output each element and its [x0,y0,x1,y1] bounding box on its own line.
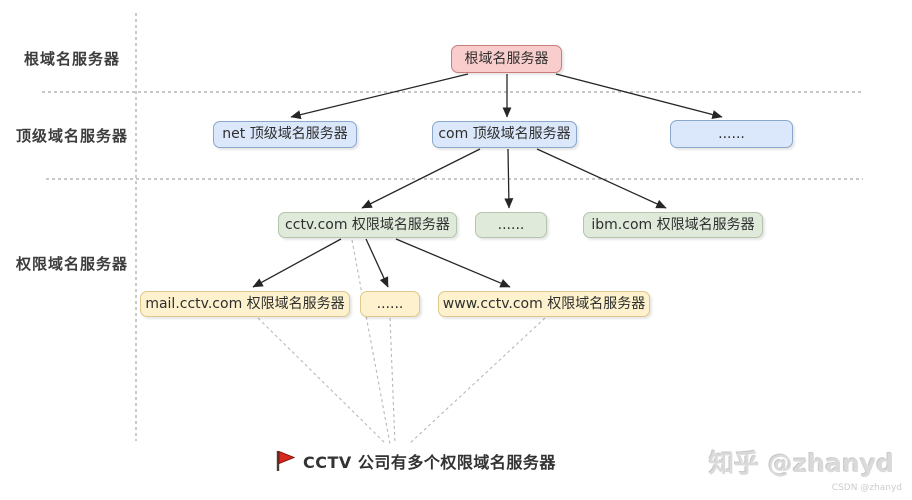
arrow-com-to-cctv [361,148,481,209]
row-label-tld-level: 顶级域名服务器 [16,127,129,145]
node-auth-more: ...... [475,212,547,238]
arrow-cctv-to-www [395,238,511,288]
csdn-watermark: CSDN @zhanyd [831,483,902,493]
arrow-com-to-ibm [536,148,667,209]
node-sub-more: ...... [360,291,420,317]
node-cctv-auth-server: cctv.com 权限域名服务器 [278,212,457,238]
dashed-link-mail-to-note [257,317,387,445]
dashed-link-more-to-note [389,317,396,445]
node-com-tld-server: com 顶级域名服务器 [432,121,577,148]
annotation-text: CCTV 公司有多个权限域名服务器 [303,453,556,472]
arrow-root-to-net [290,73,469,120]
annotation: CCTV 公司有多个权限域名服务器 [276,449,556,473]
arrow-cctv-to-mail [252,238,342,288]
dashed-link-cctv-to-note [351,239,391,445]
row-label-root-level: 根域名服务器 [24,50,121,68]
row-label-auth-level: 权限域名服务器 [16,255,129,273]
flag-icon [276,450,295,471]
node-root-server: 根域名服务器 [451,45,562,73]
node-www-auth-server: www.cctv.com 权限域名服务器 [438,291,650,317]
dashed-link-www-to-note [408,317,546,445]
arrow-root-to-tld-more [555,73,723,119]
node-tld-more: ...... [670,120,793,148]
node-ibm-auth-server: ibm.com 权限域名服务器 [583,212,763,238]
zhihu-watermark: 知乎 @zhanyd [709,449,894,478]
arrow-com-to-auth-more [504,148,514,209]
node-mail-auth-server: mail.cctv.com 权限域名服务器 [140,291,350,317]
node-net-tld-server: net 顶级域名服务器 [213,121,357,148]
arrow-cctv-to-sub-more [365,238,389,288]
